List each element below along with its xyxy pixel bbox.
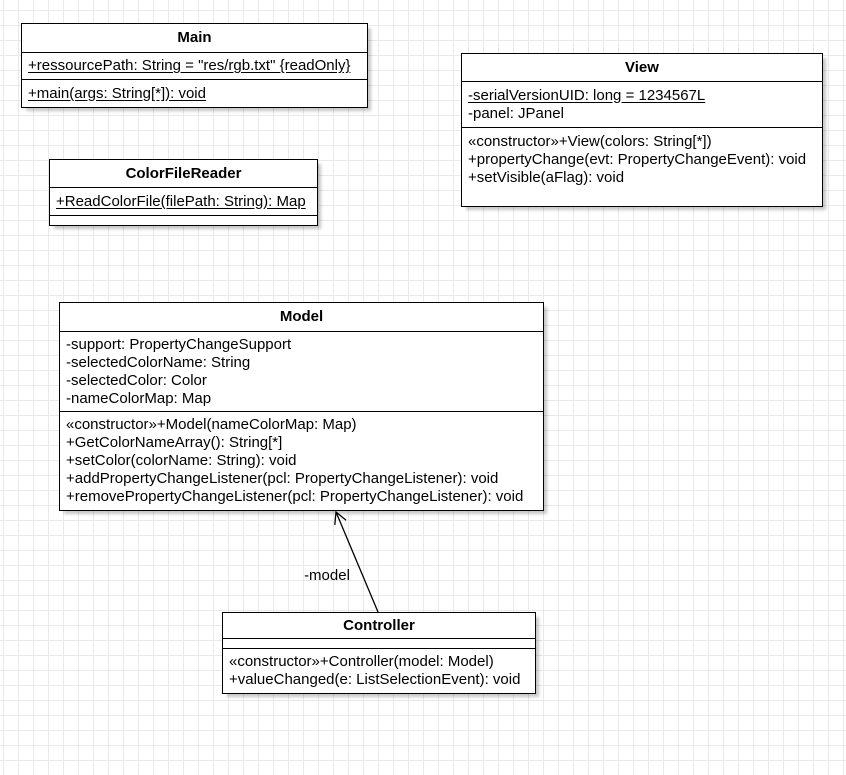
- empty-compartment: [50, 215, 317, 225]
- attributes-compartment: +ressourcePath: String = "res/rgb.txt" {…: [22, 52, 367, 79]
- method: +main(args: String[*]): void: [28, 84, 206, 102]
- method: +ReadColorFile(filePath: String): Map: [56, 192, 306, 210]
- uml-class-controller[interactable]: Controller «constructor»+Controller(mode…: [222, 612, 536, 694]
- attribute: -nameColorMap: Map: [66, 389, 212, 407]
- methods-compartment: +ReadColorFile(filePath: String): Map: [50, 187, 317, 215]
- attribute: -support: PropertyChangeSupport: [66, 335, 292, 353]
- attributes-compartment: -serialVersionUID: long = 1234567L -pane…: [462, 81, 822, 127]
- method: +setColor(colorName: String): void: [66, 452, 297, 469]
- methods-compartment: +main(args: String[*]): void: [22, 79, 367, 107]
- uml-class-main[interactable]: Main +ressourcePath: String = "res/rgb.t…: [21, 23, 368, 108]
- empty-attributes-compartment: [223, 638, 535, 648]
- method: +valueChanged(e: ListSelectionEvent): vo…: [229, 671, 521, 688]
- uml-class-model[interactable]: Model -support: PropertyChangeSupport -s…: [59, 302, 544, 511]
- class-title: View: [625, 58, 659, 76]
- method: +propertyChange(evt: PropertyChangeEvent…: [468, 151, 807, 168]
- uml-class-colorfilereader[interactable]: ColorFileReader +ReadColorFile(filePath:…: [49, 159, 318, 226]
- uml-class-view[interactable]: View -serialVersionUID: long = 1234567L …: [461, 53, 823, 207]
- open-arrowhead-icon: [334, 510, 347, 525]
- method: «constructor»+Model(nameColorMap: Map): [66, 416, 357, 433]
- edge-label-model[interactable]: -model: [304, 567, 350, 584]
- methods-compartment: «constructor»+Model(nameColorMap: Map) +…: [60, 411, 543, 510]
- class-title: ColorFileReader: [125, 164, 242, 182]
- class-title: Controller: [343, 616, 415, 634]
- attribute: -selectedColor: Color: [66, 371, 207, 389]
- attribute: -selectedColorName: String: [66, 353, 251, 371]
- attribute: -serialVersionUID: long = 1234567L: [468, 86, 706, 104]
- methods-compartment: «constructor»+Controller(model: Model) +…: [223, 648, 535, 693]
- method: «constructor»+Controller(model: Model): [229, 653, 494, 670]
- attribute: -panel: JPanel: [468, 104, 564, 122]
- method: +GetColorNameArray(): String[*]: [66, 434, 283, 451]
- class-title: Main: [177, 29, 212, 46]
- method: +setVisible(aFlag): void: [468, 169, 625, 186]
- association-controller-model-edge[interactable]: [334, 510, 379, 613]
- method: «constructor»+View(colors: String[*]): [468, 133, 712, 150]
- attribute: +ressourcePath: String = "res/rgb.txt" {…: [28, 57, 351, 74]
- attributes-compartment: -support: PropertyChangeSupport -selecte…: [60, 331, 543, 411]
- method: +removePropertyChangeListener(pcl: Prope…: [66, 488, 524, 505]
- methods-compartment: «constructor»+View(colors: String[*]) +p…: [462, 127, 822, 206]
- class-title: Model: [279, 308, 324, 325]
- method: +addPropertyChangeListener(pcl: Property…: [66, 470, 499, 487]
